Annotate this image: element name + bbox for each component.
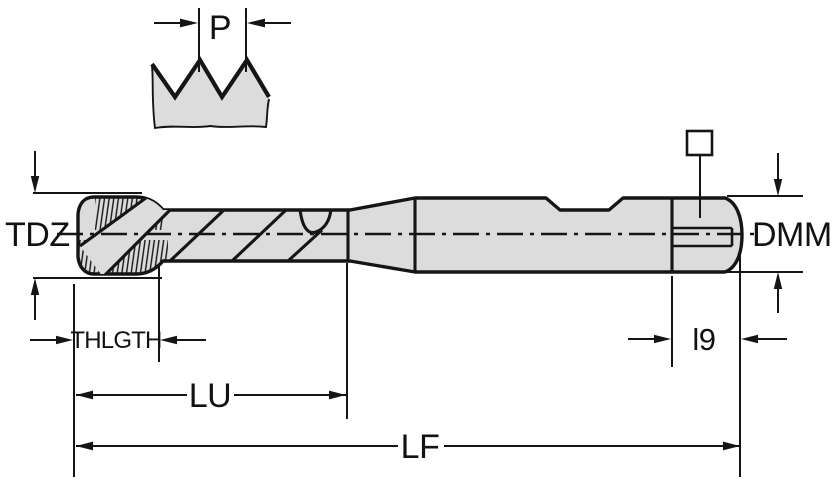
tap-body	[76, 195, 744, 276]
arrowhead	[723, 441, 740, 451]
shank-diameter-dimension: DMM	[727, 153, 832, 313]
arrowhead	[160, 335, 177, 345]
arrowhead	[56, 335, 73, 345]
neck-flute-line	[286, 228, 324, 263]
flute-band	[80, 197, 172, 274]
shank-diameter-label: DMM	[752, 216, 832, 254]
overall-length-dimension: LF	[76, 428, 740, 466]
arrowhead	[773, 179, 783, 196]
thread-texture	[79, 197, 333, 274]
arrowhead	[329, 390, 346, 400]
square-length-label: l9	[692, 322, 715, 357]
thread-diameter-label: TDZ	[5, 216, 70, 254]
thread-profile-detail	[150, 56, 271, 130]
arrowhead	[247, 18, 265, 28]
tap-silhouette	[76, 195, 744, 276]
thread-profile-broken-edge	[151, 65, 270, 130]
arrowhead	[180, 18, 198, 28]
flute-runout-curve	[298, 208, 333, 235]
thread-profile-crest-line	[150, 56, 271, 101]
flute-length-label: LU	[189, 377, 231, 415]
flute-edge-line	[79, 197, 151, 248]
thread-length-label: THLGTH	[70, 327, 161, 354]
flute-edge-line	[101, 206, 174, 274]
neck-flute-line	[230, 208, 288, 263]
thread-diameter-dimension: TDZ	[5, 151, 162, 320]
arrowhead	[773, 272, 783, 289]
pitch-label: P	[209, 9, 231, 47]
arrowhead	[76, 390, 93, 400]
arrowhead	[30, 278, 40, 295]
thread-length-dimension: THLGTH	[30, 266, 206, 477]
arrowhead	[654, 334, 671, 344]
square-drive-icon	[685, 129, 714, 157]
thread-profile-shape	[152, 60, 270, 128]
neck-flute-line	[168, 208, 226, 263]
arrowhead	[76, 441, 93, 451]
overall-length-label: LF	[401, 428, 440, 466]
square-length-dimension: l9	[628, 254, 787, 477]
square-drive-callout	[685, 129, 714, 218]
flute-length-dimension: LU	[76, 263, 348, 419]
arrowhead	[741, 334, 758, 344]
arrowhead	[30, 176, 40, 193]
pitch-dimension: P	[154, 8, 291, 72]
